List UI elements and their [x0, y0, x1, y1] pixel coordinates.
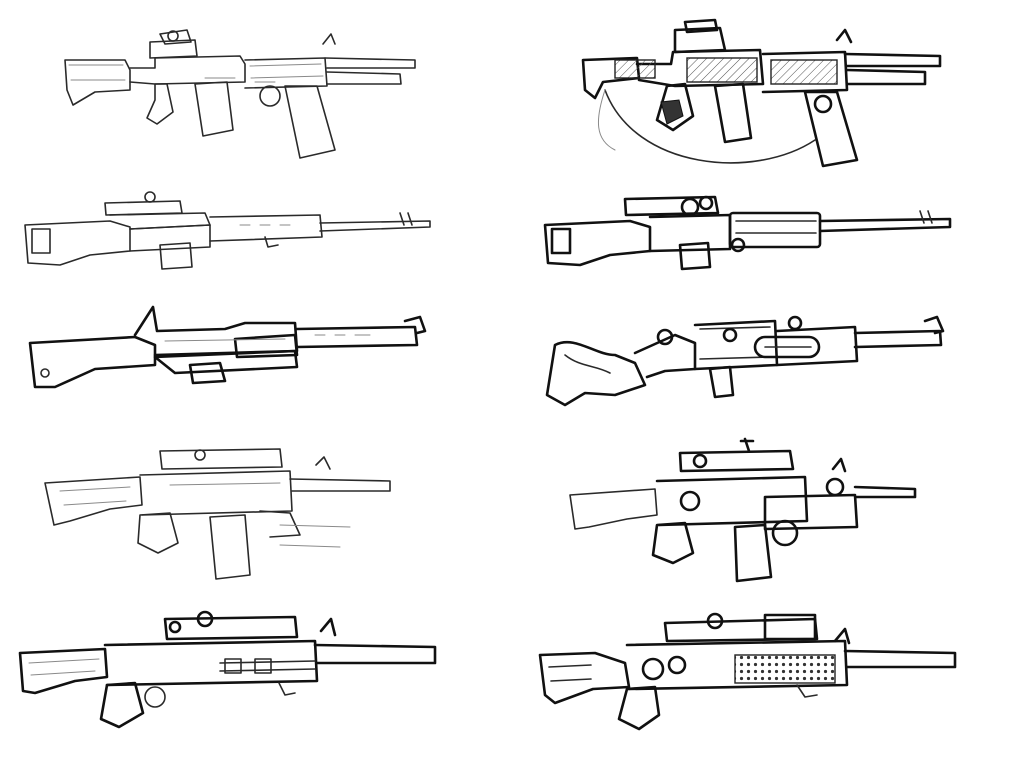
rifle-sketch-row2-left — [20, 185, 440, 275]
rifle-sketch-row1-right — [575, 18, 955, 185]
rifle-sketch-row4-left — [40, 445, 420, 585]
rifle-sketch-row3-right — [525, 295, 955, 415]
rifle-sketch-row1-left — [55, 20, 425, 170]
rifle-sketch-row4-right — [565, 435, 925, 585]
rifle-sketch-row2-right — [540, 185, 960, 275]
rifle-sketch-row3-left — [25, 295, 445, 395]
rifle-sketch-row5-right — [535, 605, 965, 755]
rifle-sketch-row5-left — [15, 605, 445, 755]
